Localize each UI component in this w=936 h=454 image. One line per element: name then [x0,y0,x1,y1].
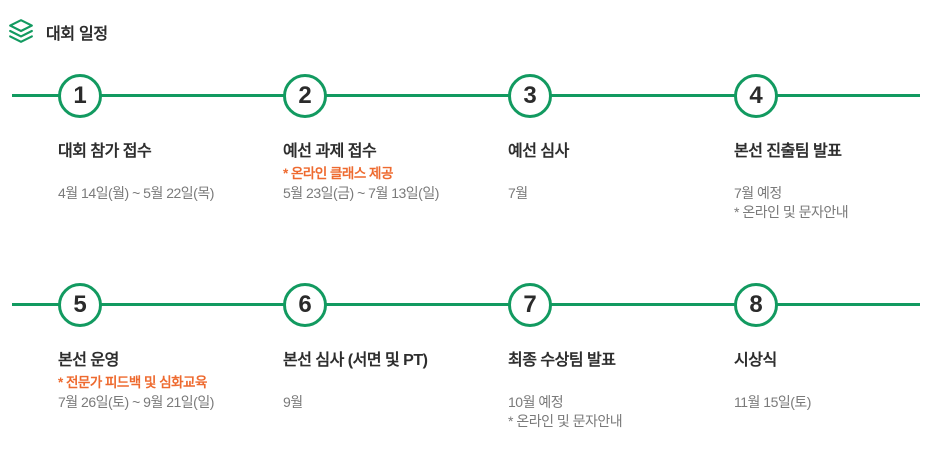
step-number: 4 [749,82,763,109]
step-number-circle: 1 [58,74,102,118]
step-dates: 11월 15일(토) [734,393,936,412]
step-number: 3 [523,82,537,109]
step-note: * 온라인 클래스 제공 [283,166,393,181]
step-number: 5 [73,291,87,318]
step-date-line: 7월 예정 [734,185,782,201]
step-date-line: * 온라인 및 문자안내 [508,413,623,429]
step-dates: 7월 [508,184,728,203]
timeline-line-row1 [12,94,920,97]
step-date-line: 11월 15일(토) [734,394,811,410]
step-title: 본선 심사 (서면 및 PT) [283,352,428,369]
step-number: 7 [523,291,537,318]
section-title: 대회 일정 [46,26,108,43]
step-dates: 10월 예정 * 온라인 및 문자안내 [508,393,728,431]
step-number: 1 [73,82,87,109]
step-number-circle: 2 [283,74,327,118]
step-title: 대회 참가 접수 [58,143,152,160]
step-title: 본선 운영 [58,352,119,369]
step-date-line: 4월 14일(월) ~ 5월 22일(목) [58,185,214,201]
step-dates: 7월 예정 * 온라인 및 문자안내 [734,184,936,222]
step-date-line: 7월 26일(토) ~ 9월 21일(일) [58,394,214,410]
step-dates: 7월 26일(토) ~ 9월 21일(일) [58,393,278,412]
step-dates: 5월 23일(금) ~ 7월 13일(일) [283,184,503,203]
step-number: 8 [749,291,763,318]
step-title: 예선 과제 접수 [283,143,377,160]
step-date-line: 10월 예정 [508,394,564,410]
step-number: 2 [298,82,312,109]
step-note: * 전문가 피드백 및 심화교육 [58,375,207,390]
timeline-line-row2 [12,303,920,306]
step-number-circle: 7 [508,283,552,327]
step-date-line: * 온라인 및 문자안내 [734,204,849,220]
step-number-circle: 3 [508,74,552,118]
step-dates: 4월 14일(월) ~ 5월 22일(목) [58,184,278,203]
step-number-circle: 6 [283,283,327,327]
step-title: 최종 수상팀 발표 [508,352,616,369]
step-number-circle: 8 [734,283,778,327]
layers-icon [8,18,34,44]
step-title: 시상식 [734,352,777,369]
step-title: 예선 심사 [508,143,569,160]
step-date-line: 7월 [508,185,528,201]
step-dates: 9월 [283,393,503,412]
step-number: 6 [298,291,312,318]
step-number-circle: 4 [734,74,778,118]
step-date-line: 5월 23일(금) ~ 7월 13일(일) [283,185,439,201]
step-title: 본선 진출팀 발표 [734,143,842,160]
step-number-circle: 5 [58,283,102,327]
step-date-line: 9월 [283,394,303,410]
